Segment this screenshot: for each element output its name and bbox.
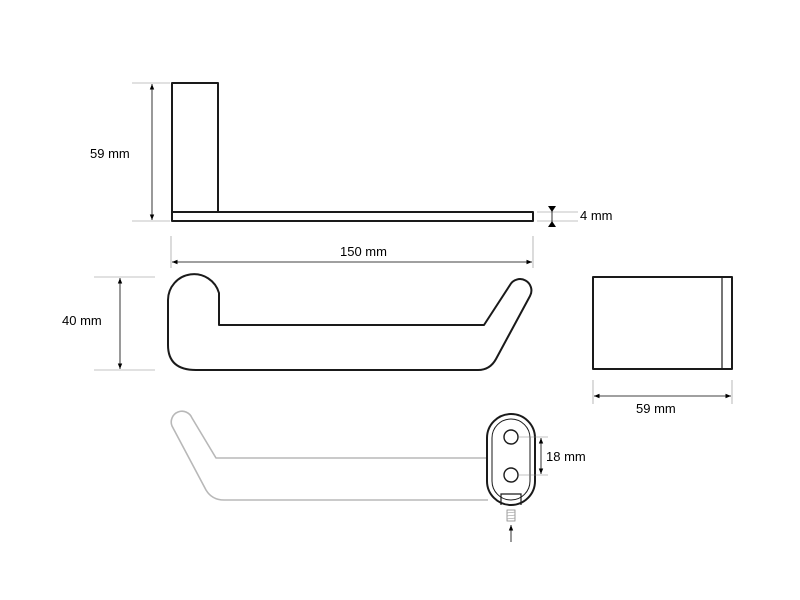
mounting-hole-top	[503, 429, 519, 445]
set-screw-thread-2	[506, 514, 516, 517]
side-view-block	[592, 276, 733, 370]
top-view-upright	[171, 82, 219, 213]
dim-label-hole-spacing: 18 mm	[546, 449, 586, 464]
dim-label-length: 150 mm	[340, 244, 387, 259]
dim-label-depth: 59 mm	[636, 401, 676, 416]
dim-arrow-thickness-top	[548, 206, 556, 212]
bottom-view-ghost-hook	[170, 410, 488, 501]
top-view: 59 mm 4 mm	[90, 82, 613, 227]
dim-label-height-front: 40 mm	[62, 313, 102, 328]
front-view: 40 mm	[62, 273, 533, 371]
length-dimension: 150 mm	[170, 236, 534, 268]
mounting-slot	[500, 493, 522, 505]
top-view-base-plate	[171, 211, 534, 222]
mounting-plate-outer	[486, 413, 536, 506]
front-view-hook-outline	[167, 273, 533, 371]
mounting-plate-inner	[491, 418, 531, 501]
dim-label-height-side: 59 mm	[90, 146, 130, 161]
bottom-view: 18 mm	[170, 410, 586, 542]
dim-arrow-thickness-bottom	[548, 221, 556, 227]
side-view: 59 mm	[592, 276, 733, 416]
mounting-hole-bottom	[503, 467, 519, 483]
set-screw-thread-1	[506, 511, 516, 514]
dim-label-thickness: 4 mm	[580, 208, 613, 223]
set-screw-thread-3	[506, 517, 516, 520]
